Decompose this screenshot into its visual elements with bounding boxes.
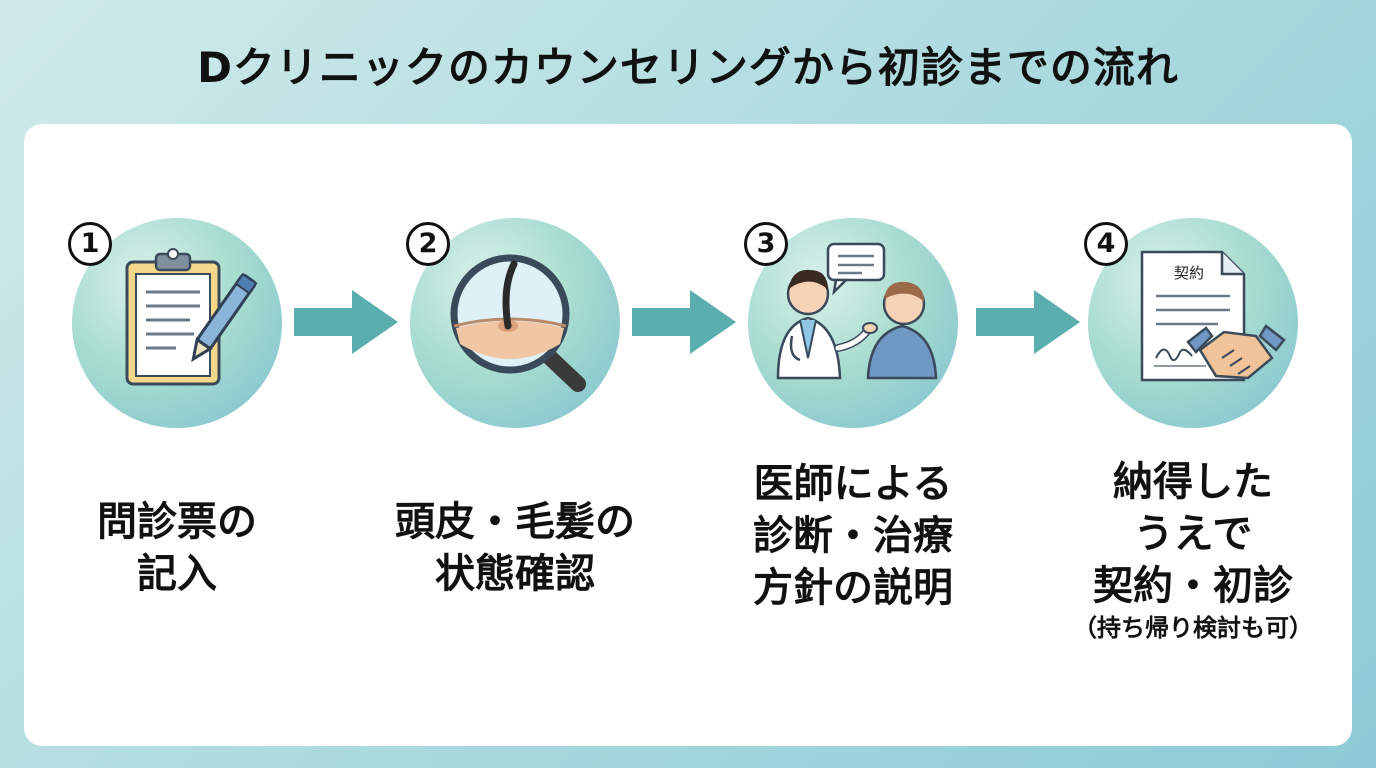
arrow-right-icon <box>294 290 398 354</box>
step-2: 2 <box>406 218 620 428</box>
step-3-number: 3 <box>744 222 788 266</box>
step-4-note: （持ち帰り検討も可） <box>1073 614 1313 642</box>
step-1-label-line: 記入 <box>137 551 217 597</box>
flow-panel: 1 2 <box>24 124 1352 746</box>
step-3-label-line: 医師による <box>753 461 953 507</box>
doctor-consultation-icon <box>776 242 938 380</box>
scalp-magnifier-icon <box>450 254 586 392</box>
step-3-label-line: 診断・治療 <box>753 513 953 559</box>
step-4-label: 納得した うえで 契約・初診 （持ち帰り検討も可） <box>1028 456 1358 644</box>
step-3-circle <box>748 218 958 428</box>
clipboard-pen-icon <box>125 248 258 386</box>
step-3-label: 医師による 診断・治療 方針の説明 <box>703 458 1003 614</box>
contract-title: 契約 <box>1174 264 1204 282</box>
step-2-label-line: 状態確認 <box>435 551 595 597</box>
step-4-label-line: 納得した <box>1113 459 1273 505</box>
step-1-label: 問診票の 記入 <box>67 496 287 600</box>
step-1-circle <box>72 218 282 428</box>
step-4: 契約 4 <box>1084 218 1298 428</box>
contract-handshake-icon: 契約 <box>1140 250 1286 382</box>
step-3: 3 <box>744 218 958 428</box>
step-2-label: 頭皮・毛髪の 状態確認 <box>355 496 675 600</box>
step-1-label-line: 問診票の <box>97 499 257 545</box>
page-title: Dクリニックのカウンセリングから初診までの流れ <box>197 43 1179 92</box>
arrow-right-icon <box>976 290 1080 354</box>
step-2-number: 2 <box>406 222 450 266</box>
step-2-circle <box>410 218 620 428</box>
step-1: 1 <box>68 218 282 428</box>
step-2-label-line: 頭皮・毛髪の <box>395 499 635 545</box>
step-4-number: 4 <box>1084 222 1128 266</box>
step-3-label-line: 方針の説明 <box>753 565 953 611</box>
step-4-label-line: うえで <box>1133 511 1253 557</box>
arrow-right-icon <box>632 290 736 354</box>
step-4-label-line: 契約・初診 <box>1093 563 1293 609</box>
step-1-number: 1 <box>68 222 112 266</box>
